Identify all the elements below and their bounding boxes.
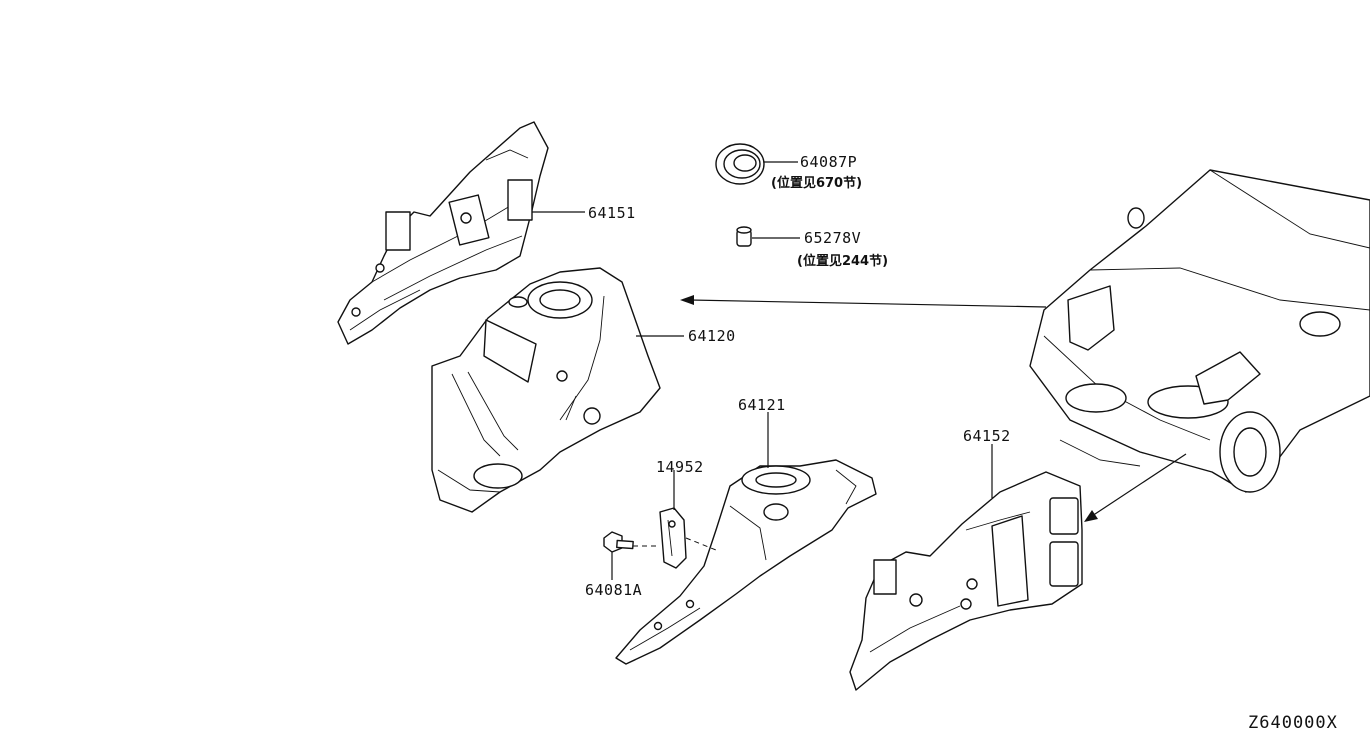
callout-64121: 64121 [738,396,786,414]
vehicle-locator-drawing [1029,169,1370,493]
part-64081a-drawing [603,531,634,553]
callout-64152: 64152 [963,427,1011,445]
callout-65278v-note: (位置见244节) [797,253,888,269]
callout-64151: 64151 [588,204,636,222]
part-64087p-drawing [715,143,765,185]
callout-64120: 64120 [688,327,736,345]
part-14952-drawing [659,507,687,569]
callout-labels: 64087P (位置见670节) 65278V (位置见244节) 64151 … [585,153,1011,599]
callout-64087p: 64087P [800,153,857,171]
leader-lines [532,161,993,580]
part-64120-drawing [431,267,661,513]
part-64121-drawing [615,459,877,665]
diagram-code: Z640000X [1248,713,1338,733]
callout-14952: 14952 [656,458,704,476]
callout-64081a: 64081A [585,581,642,599]
locator-arrows [680,295,1187,522]
arrow-head-upper [680,295,694,305]
arrow-head-lower [1084,510,1098,522]
callout-65278v: 65278V [804,229,861,247]
part-65278v-drawing [736,226,752,247]
part-64151-drawing [337,121,549,345]
callout-64087p-note: (位置见670节) [771,175,862,191]
part-64152-drawing [849,471,1083,691]
